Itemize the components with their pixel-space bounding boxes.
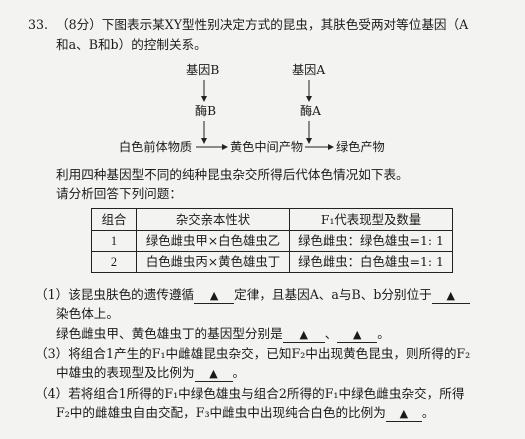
row1-parents: 绿色雌虫甲×白色雄虫乙 — [136, 230, 290, 252]
cross-results-table: 组合 杂交亲本性状 F₁代表现型及数量 1 绿色雌虫甲×白色雄虫乙 绿色雌虫：绿… — [91, 208, 453, 273]
answer-blank[interactable]: ▲ — [194, 289, 235, 304]
answer-blank[interactable]: ▲ — [282, 328, 325, 343]
enzyme-a-label: 酶A — [300, 104, 321, 118]
question-2: 绿色雌虫甲、黄色雄虫丁的基因型分别是▲、▲。 — [56, 326, 390, 343]
green-product-label: 绿色产物 — [336, 140, 385, 154]
answer-blank[interactable]: ▲ — [385, 407, 422, 422]
question-1-line2: 染色体上。 — [56, 306, 119, 321]
table-row: 2 白色雌虫丙×黄色雄虫丁 绿色雌虫：白色雄虫=1: 1 — [91, 251, 453, 273]
question-3-line2: 中雄虫的表现型及比例为▲。 — [56, 365, 246, 382]
yellow-intermediate-label: 黄色中间产物 — [230, 140, 304, 154]
header-combination: 组合 — [91, 208, 137, 231]
table-row: 1 绿色雌虫甲×白色雄虫乙 绿色雌虫：绿色雄虫=1: 1 — [91, 230, 453, 252]
gene-a-label: 基因A — [292, 63, 326, 77]
header-f1: F₁代表现型及数量 — [289, 208, 453, 231]
question-4-line2: F₂中的雌雄虫自由交配，F₃中雌虫中出现纯合白色的比例为▲。 — [56, 405, 435, 422]
row1-f1: 绿色雌虫：绿色雄虫=1: 1 — [289, 230, 453, 252]
row2-parents: 白色雌虫丙×黄色雄虫丁 — [136, 251, 290, 273]
row2-combination: 2 — [91, 251, 137, 273]
question-3-line1: （3）将组合1产生的F₁中雌雄昆虫杂交，已知F₂中出现黄色昆虫，则所得的F₂ — [35, 346, 471, 361]
white-precursor-label: 白色前体物质 — [119, 140, 193, 154]
answer-blank[interactable]: ▲ — [194, 367, 233, 382]
table-header-row: 组合 杂交亲本性状 F₁代表现型及数量 — [91, 208, 453, 231]
question-1-line1: （1）该昆虫肤色的遗传遵循▲定律，且基因A、a与B、b分别位于▲ — [35, 287, 470, 304]
question-4-line1: （4）若将组合1所得的F₁中绿色雄虫与组合2所得的F₁中绿色雌虫杂交，所得 — [35, 386, 465, 401]
header-parents: 杂交亲本性状 — [136, 208, 290, 231]
answer-blank[interactable]: ▲ — [431, 289, 470, 304]
question-stem-line1: （8分）下图表示某XY型性别决定方式的昆虫，其肤色受两对等位基因（A — [56, 17, 469, 32]
enzyme-b-label: 酶B — [195, 104, 217, 118]
answer-blank[interactable]: ▲ — [337, 328, 378, 343]
question-number: 33. — [28, 17, 49, 32]
intro-line2: 请分析回答下列问题： — [56, 186, 182, 201]
row1-combination: 1 — [91, 230, 137, 252]
row2-f1: 绿色雌虫：白色雄虫=1: 1 — [289, 251, 453, 273]
intro-line1: 利用四种基因型不同的纯种昆虫杂交所得后代体色情况如下表。 — [56, 167, 409, 182]
gene-b-label: 基因B — [186, 63, 220, 77]
question-stem-line2: 和a、B和b）的控制关系。 — [56, 37, 207, 52]
